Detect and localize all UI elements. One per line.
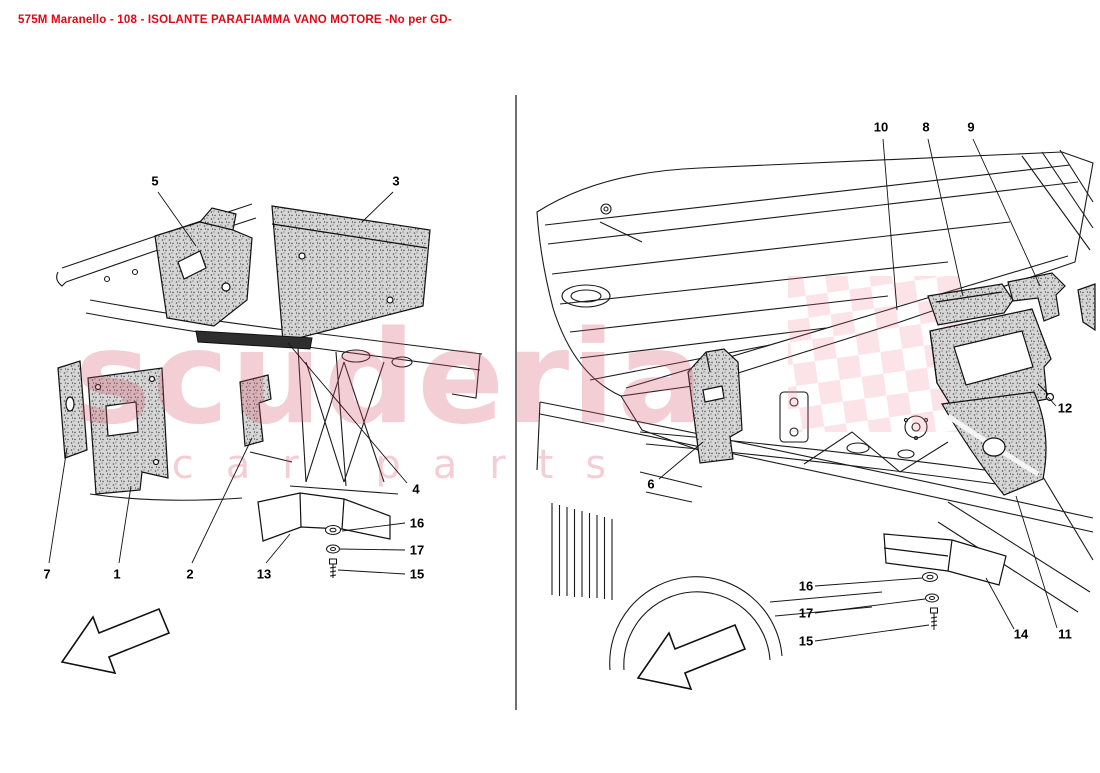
direction-arrow-left [61,608,170,674]
part-14-duct [883,533,1007,586]
direction-arrow-right [637,624,746,690]
part-4-strip [195,330,313,350]
watermark: scuderia car parts [75,304,706,488]
part-6-panel [687,348,743,464]
watermark-line1: scuderia [75,304,706,453]
fasteners-right [922,572,939,630]
right-edge-piece [1077,283,1096,332]
part-9-flap [1007,272,1066,322]
part-13-duct [257,492,391,542]
watermark-line2: car parts [172,442,639,488]
part-7-bracket [57,360,88,459]
page-title: 575M Maranello - 108 - ISOLANTE PARAFIAM… [18,14,452,26]
fasteners-left [325,525,341,578]
part-10-box [929,308,1052,418]
leader-lines [48,138,1058,642]
part-5-panel [154,207,253,327]
part-1-panel [87,367,169,495]
part-8-flap [927,283,1014,326]
part-2-piece [239,374,272,447]
part-12-pin [1037,383,1055,402]
part-3-panel [271,205,431,343]
part-11-panel [941,391,1047,496]
